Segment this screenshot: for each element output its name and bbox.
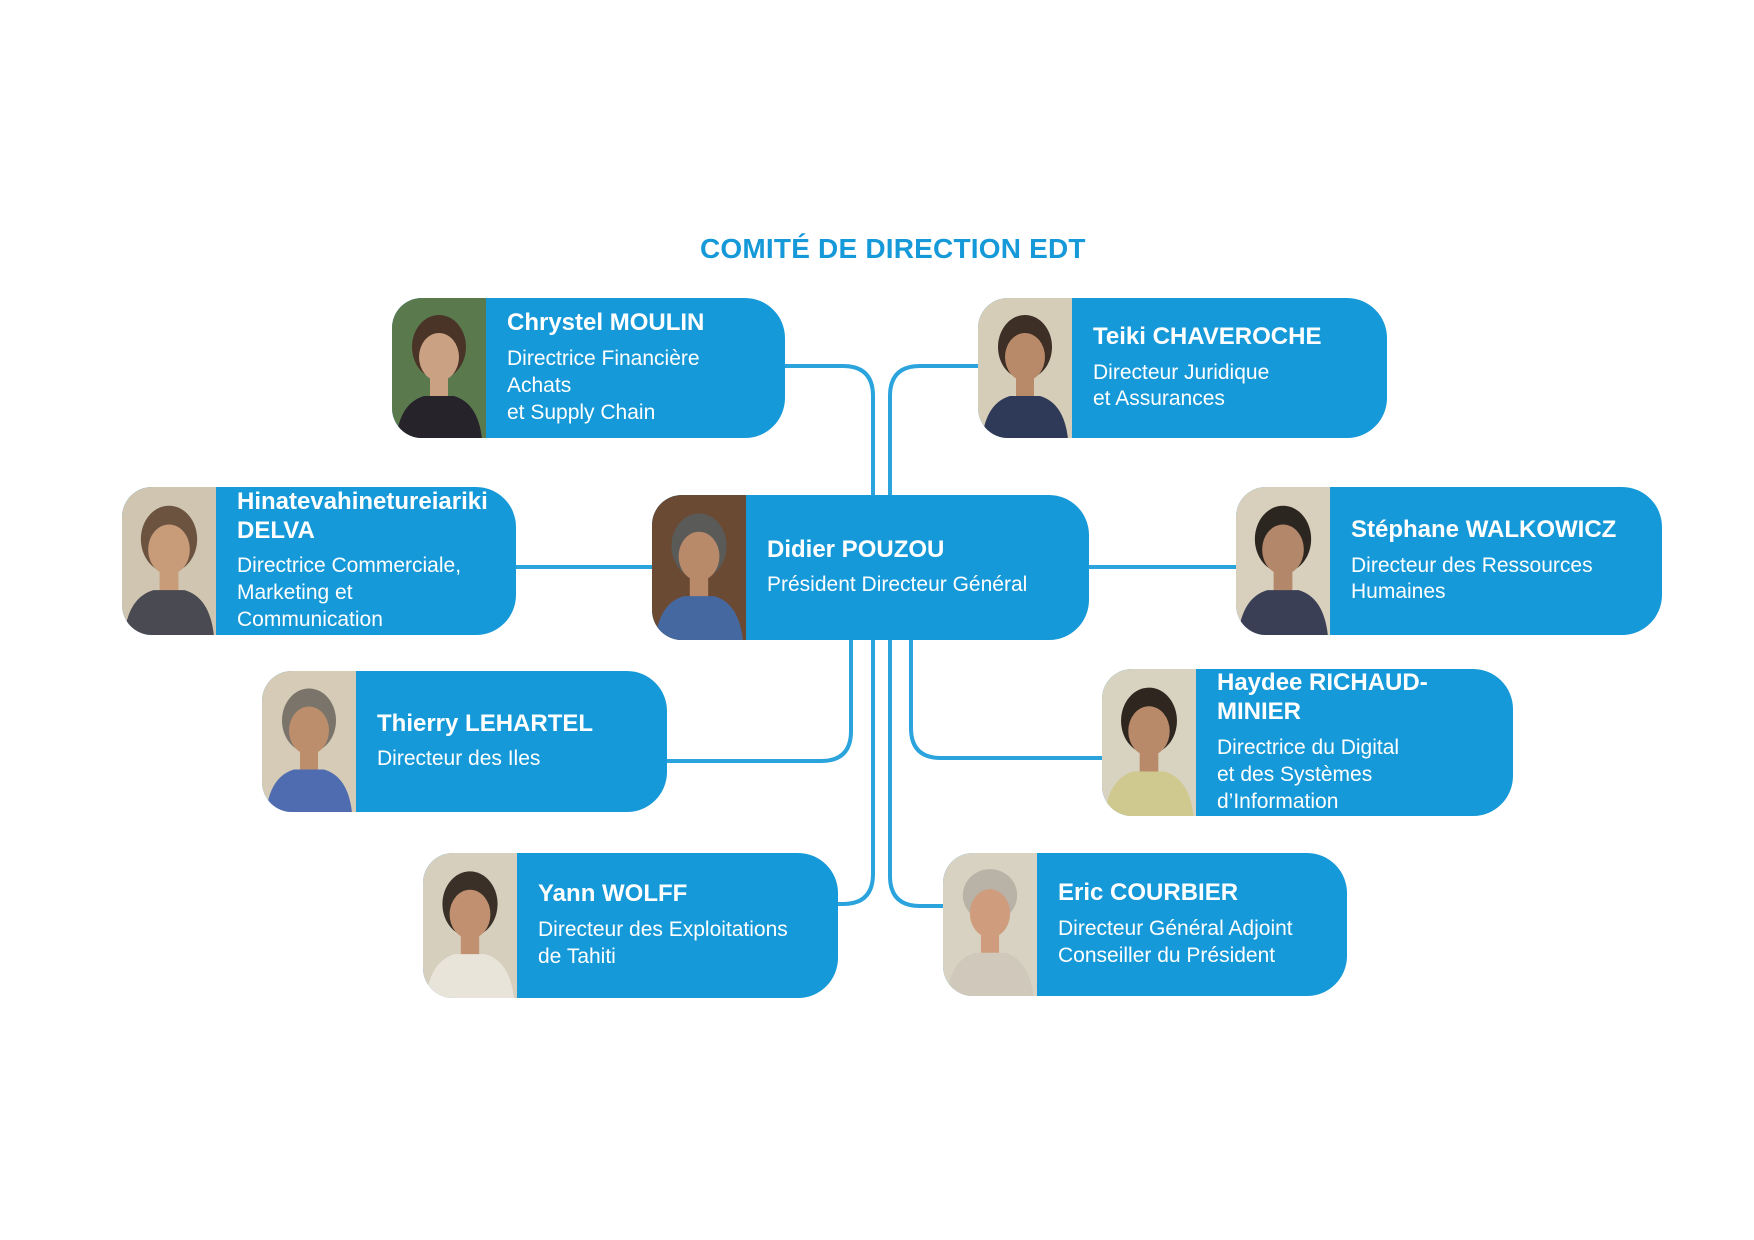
person-name: Eric COURBIER	[1058, 879, 1239, 907]
person-role: Directeur des Ressources Humaines	[1351, 553, 1593, 604]
person-silhouette-icon	[652, 495, 746, 640]
person-silhouette-icon	[978, 298, 1072, 438]
person-role: Directrice Financière Achats et Supply C…	[507, 347, 700, 424]
person-silhouette-icon	[1236, 487, 1330, 635]
portrait-photo	[978, 298, 1072, 438]
person-silhouette-icon	[392, 298, 486, 438]
person-role: Président Directeur Général	[767, 573, 1028, 597]
person-role: Directeur des Iles	[377, 747, 541, 771]
card-haydee-richaud-minier: Haydee RICHAUD-MINIER Directrice du Digi…	[1102, 669, 1513, 816]
connector-wolff	[838, 640, 875, 906]
person-role: Directeur Général Adjoint Conseiller du …	[1058, 917, 1293, 967]
connector-courbier	[888, 640, 943, 908]
connector-lehartel	[667, 640, 853, 763]
person-name: Stéphane WALKOWICZ	[1351, 515, 1617, 543]
person-silhouette-icon	[122, 487, 216, 635]
person-name: Chrystel MOULIN	[507, 309, 705, 337]
person-role: Directeur des Exploitations de Tahiti	[538, 918, 788, 968]
person-name: Yann WOLFF	[538, 880, 688, 908]
person-name: Hinatevahinetureiariki DELVA	[237, 487, 488, 544]
person-silhouette-icon	[262, 671, 356, 812]
person-name: Thierry LEHARTEL	[377, 709, 594, 737]
connector-moulin	[785, 364, 875, 495]
card-didier-pouzou: Didier POUZOU Président Directeur Généra…	[652, 495, 1089, 640]
connector-chaveroche	[888, 364, 978, 495]
portrait-photo	[1236, 487, 1330, 635]
person-name: Haydee RICHAUD-MINIER	[1217, 669, 1428, 726]
card-stephane-walkowicz: Stéphane WALKOWICZ Directeur des Ressour…	[1236, 487, 1662, 635]
person-name: Didier POUZOU	[767, 535, 945, 563]
person-role: Directrice Commerciale, Marketing et Com…	[237, 554, 462, 632]
card-teiki-chaveroche: Teiki CHAVEROCHE Directeur Juridique et …	[978, 298, 1387, 438]
portrait-photo	[423, 853, 517, 998]
person-name: Teiki CHAVEROCHE	[1093, 322, 1322, 350]
portrait-photo	[392, 298, 486, 438]
portrait-photo	[652, 495, 746, 640]
portrait-photo	[122, 487, 216, 635]
card-hinatevahinetureiariki-delva: Hinatevahinetureiariki DELVA Directrice …	[122, 487, 516, 635]
person-silhouette-icon	[423, 853, 517, 998]
page-title: COMITÉ DE DIRECTION EDT	[700, 233, 1086, 264]
card-thierry-lehartel: Thierry LEHARTEL Directeur des Iles	[262, 671, 667, 812]
card-eric-courbier: Eric COURBIER Directeur Général Adjoint …	[943, 853, 1347, 996]
person-role: Directeur Juridique et Assurances	[1093, 360, 1270, 411]
card-chrystel-moulin: Chrystel MOULIN Directrice Financière Ac…	[392, 298, 785, 438]
person-silhouette-icon	[943, 853, 1037, 996]
portrait-photo	[262, 671, 356, 812]
portrait-photo	[1102, 669, 1196, 816]
person-silhouette-icon	[1102, 669, 1196, 816]
portrait-photo	[943, 853, 1037, 996]
person-role: Directrice du Digital et des Systèmes d’…	[1217, 735, 1400, 813]
card-yann-wolff: Yann WOLFF Directeur des Exploitations d…	[423, 853, 838, 998]
connector-richaud	[909, 640, 1102, 760]
